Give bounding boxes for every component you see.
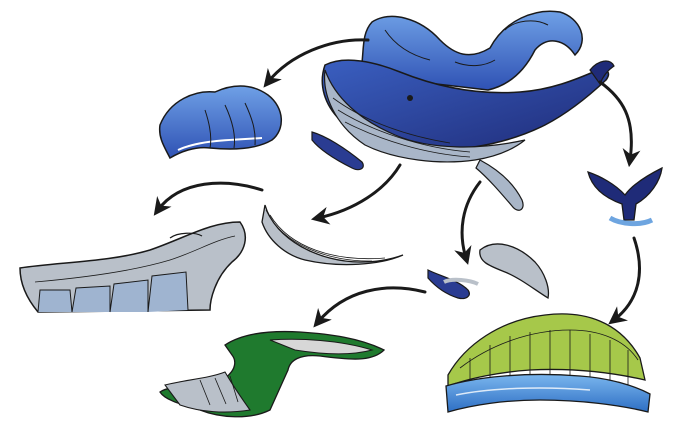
arrow-to-belly [318,165,400,218]
pavilion-icon [446,314,650,412]
shell-roof-icon [20,222,245,312]
arrow-to-pavilion [614,238,639,320]
whale-tail-icon [588,168,662,224]
arrow-to-roof [158,183,262,210]
arrow-to-tail [600,82,631,160]
wave-icon [160,86,282,158]
lounge-chair-icon [160,332,384,417]
fin-icon [428,244,548,299]
arrow-to-fins [462,182,480,258]
arrow-to-chair [318,288,425,322]
